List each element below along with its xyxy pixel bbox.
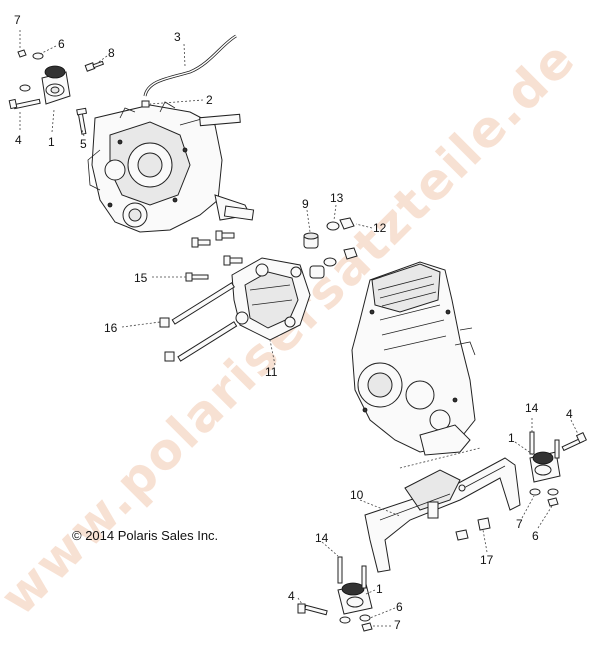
bushing-9	[303, 232, 325, 279]
callout-6: 6	[396, 600, 403, 614]
bolt-8	[84, 60, 105, 72]
callout-15: 15	[134, 271, 148, 285]
callout-14: 14	[525, 401, 539, 415]
callout-1: 1	[508, 431, 515, 445]
breather-hose	[143, 34, 237, 97]
transmission-assembly	[87, 101, 255, 233]
bolt-upper-left	[8, 98, 41, 110]
callout-8: 8	[108, 46, 115, 60]
engine-mount-lower	[337, 582, 373, 615]
engine-mount-right	[529, 451, 561, 483]
callout-4: 4	[15, 133, 22, 147]
engine-mount-upper-left	[41, 65, 71, 105]
callout-3: 3	[174, 30, 181, 44]
callout-5: 5	[80, 137, 87, 151]
washers-lower	[339, 614, 373, 632]
engine-frame	[364, 447, 521, 573]
callout-4: 4	[566, 407, 573, 421]
stud-14-lower	[337, 556, 367, 589]
bolt-4-right	[561, 432, 587, 452]
engine-assembly	[351, 261, 476, 456]
callout-4: 4	[288, 589, 295, 603]
callout-11: 11	[265, 365, 278, 379]
hose-fitting	[141, 100, 150, 108]
callout-1: 1	[376, 582, 383, 596]
nut-12	[339, 217, 358, 260]
callout-10: 10	[350, 488, 364, 502]
callout-1: 1	[48, 135, 55, 149]
washer-upper-left	[19, 52, 44, 92]
bracket-bolts	[191, 230, 243, 266]
callout-12: 12	[373, 221, 387, 235]
callout-2: 2	[206, 93, 213, 107]
callout-6: 6	[532, 529, 539, 543]
callouts: 7 6 8 3 2 4 1 5 9 13 12 15 16 11 14 4 1 …	[14, 13, 573, 632]
engine-bracket	[231, 257, 311, 341]
callout-13: 13	[330, 191, 344, 205]
callout-9: 9	[302, 197, 309, 211]
nut-upper-left	[17, 49, 27, 58]
leader-lines	[19, 30, 579, 627]
washer-13	[323, 221, 340, 267]
nut-17	[455, 517, 491, 541]
callout-16: 16	[104, 321, 118, 335]
washers-right	[529, 488, 559, 507]
long-bolt-16	[159, 282, 238, 362]
callout-14: 14	[315, 531, 329, 545]
callout-7: 7	[516, 517, 523, 531]
callout-7: 7	[14, 13, 21, 27]
bolt-15	[185, 272, 209, 282]
copyright-text: © 2014 Polaris Sales Inc.	[72, 528, 218, 543]
callout-7: 7	[394, 618, 401, 632]
bolt-5	[76, 107, 88, 135]
bolt-4-lower	[297, 603, 328, 616]
callout-17: 17	[480, 553, 494, 567]
callout-6: 6	[58, 37, 65, 51]
